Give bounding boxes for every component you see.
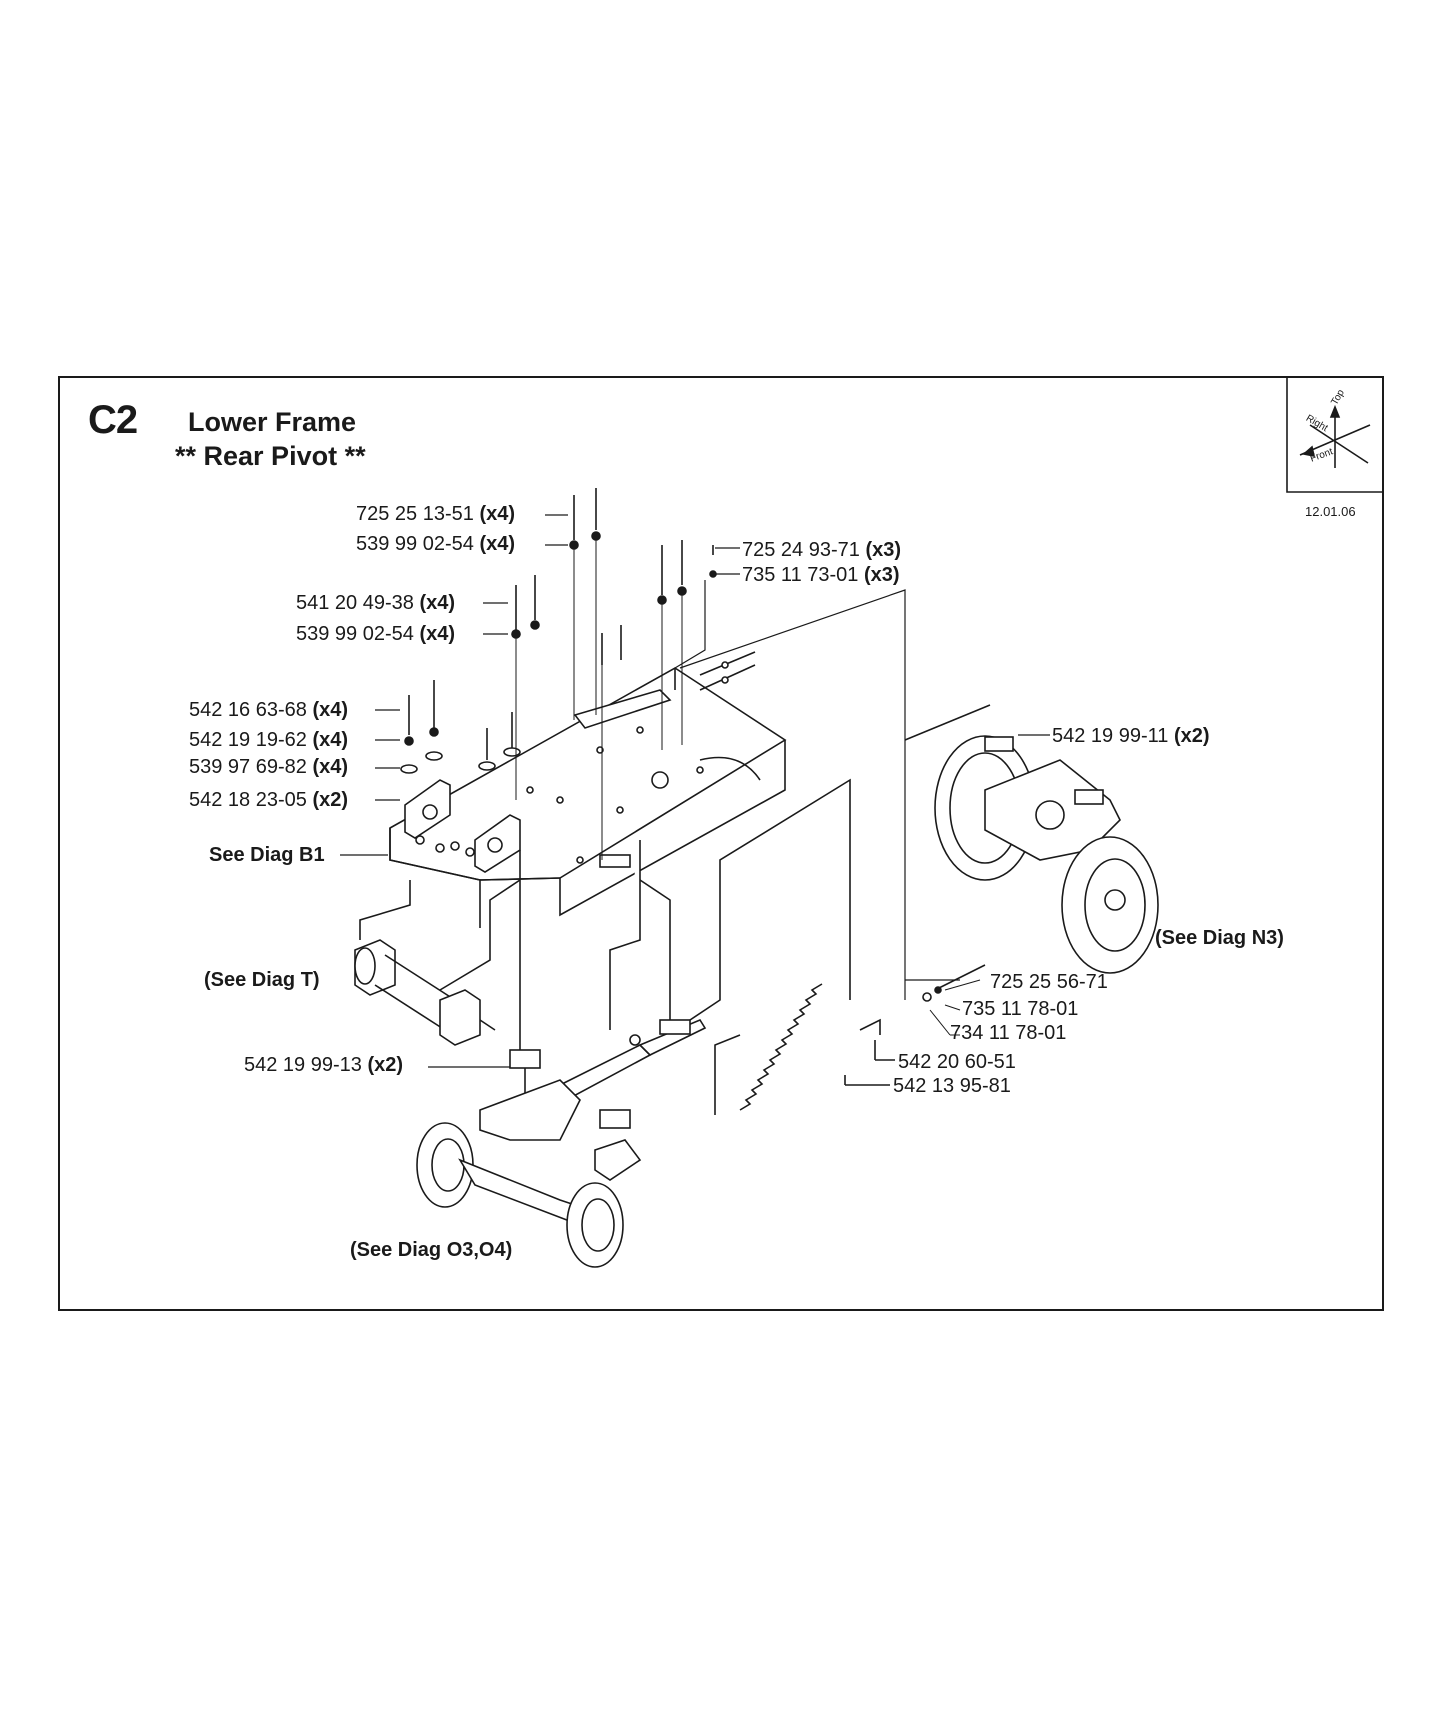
front-axle-assembly	[904, 704, 1159, 974]
part-label: 734 11 78-01	[950, 1022, 1067, 1044]
part-label: 725 25 56-71	[990, 971, 1108, 993]
part-label: 725 25 13-51 (x4)	[356, 503, 516, 525]
diagram-reference-b1: See Diag B1	[209, 844, 325, 866]
part-label: 542 13 95-81	[893, 1075, 1011, 1097]
diagram-title: Lower Frame	[188, 407, 357, 437]
part-label: 735 11 73-01 (x3)	[742, 564, 900, 586]
pin-bolts	[699, 651, 756, 691]
revision-date: 12.01.06	[1305, 504, 1356, 519]
diagram-border	[58, 376, 1384, 1311]
diagram-reference-o3-o4: (See Diag O3,O4)	[350, 1239, 513, 1261]
rear-pivot-axle	[354, 879, 521, 1046]
diagram-reference-t: (See Diag T)	[204, 969, 320, 991]
bolts	[400, 488, 717, 860]
spring-bolt	[922, 964, 986, 1036]
part-label: 542 19 19-62 (x4)	[189, 729, 349, 751]
orientation-compass-icon	[1286, 378, 1383, 493]
leader-lines	[340, 514, 1050, 1068]
lower-frame-plate	[389, 667, 787, 928]
diagram-subtitle: ** Rear Pivot **	[175, 441, 366, 471]
caster-assembly	[416, 850, 642, 1268]
part-label: 539 99 02-54 (x4)	[356, 533, 516, 555]
part-label: 725 24 93-71 (x3)	[742, 539, 902, 561]
part-label: 541 20 49-38 (x4)	[296, 592, 456, 614]
part-label: 542 19 99-13 (x2)	[244, 1054, 404, 1076]
part-label: 542 20 60-51	[898, 1051, 1016, 1073]
part-label: 542 19 99-11 (x2)	[1052, 725, 1210, 747]
tension-spring	[714, 983, 895, 1115]
diagram-code: C2	[88, 398, 138, 442]
part-label: 542 16 63-68 (x4)	[189, 699, 349, 721]
diagram-reference-n3: (See Diag N3)	[1155, 927, 1284, 949]
shock-cylinder	[558, 778, 851, 1100]
part-label: 539 97 69-82 (x4)	[189, 756, 349, 778]
part-label: 539 99 02-54 (x4)	[296, 623, 456, 645]
part-label: 735 11 78-01	[962, 998, 1079, 1020]
part-label: 542 18 23-05 (x2)	[189, 789, 349, 811]
